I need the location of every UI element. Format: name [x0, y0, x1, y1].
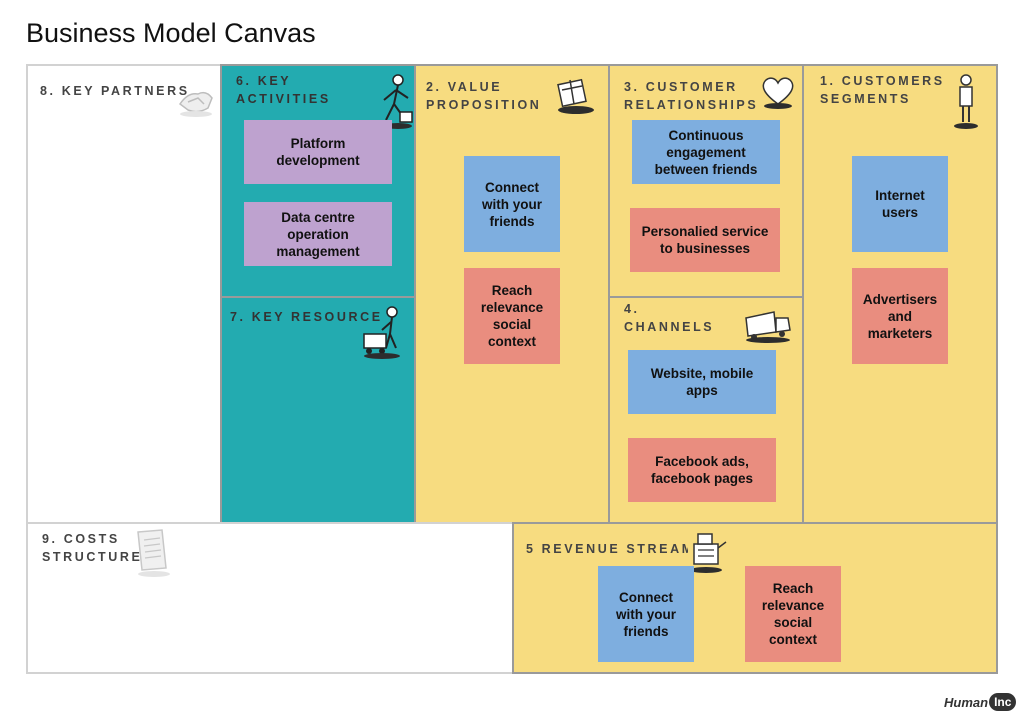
sticky-note: Platform development	[244, 120, 392, 184]
truck-icon	[745, 311, 791, 343]
channels-heading: 4. CHANNELS	[624, 302, 715, 334]
sticky-note: Reach relevance social context	[464, 268, 560, 364]
key-activities-block: 6. KEY ACTIVITIES Platform development D…	[220, 64, 416, 298]
customer-relationships-heading: 3. CUSTOMER RELATIONSHIPS	[624, 80, 759, 112]
sticky-note: Data centre operation management	[244, 202, 392, 266]
key-resources-heading: 7. KEY RESOURCES	[230, 310, 380, 324]
logo-text: Human	[944, 694, 989, 710]
page-title: Business Model Canvas	[26, 18, 316, 48]
gift-icon	[557, 78, 594, 114]
costs-structure-heading: 9. COSTS STRUCTURE	[42, 532, 143, 564]
sticky-note: Advertisers and marketers	[852, 268, 948, 364]
sticky-note: Internet users	[852, 156, 948, 252]
key-activities-heading: 6. KEY ACTIVITIES	[236, 74, 331, 106]
costs-structure-block: 9. COSTS STRUCTURE	[26, 522, 514, 674]
channels-block: 4. CHANNELS Website, mobile apps Faceboo…	[608, 296, 804, 524]
value-proposition-heading: 2. VALUE PROPOSITION	[426, 80, 542, 112]
customer-segments-block: 1. CUSTOMERS SEGMENTS Internet users Adv…	[802, 64, 998, 524]
forklift-worker-icon	[363, 306, 400, 359]
revenue-streams-block: 5 REVENUE STREAMS Connect with your frie…	[512, 522, 998, 674]
heart-icon	[762, 77, 794, 109]
receipt-icon	[137, 529, 170, 577]
person-icon	[954, 74, 978, 129]
customer-segments-heading: 1. CUSTOMERS SEGMENTS	[820, 74, 945, 106]
key-partners-heading: 8. KEY PARTNERS	[40, 84, 190, 98]
logo-badge: Inc	[989, 693, 1017, 711]
humaninc-logo: Human Inc	[944, 691, 1017, 713]
key-partners-block: 8. KEY PARTNERS	[26, 64, 222, 524]
cash-register-icon	[690, 533, 727, 573]
sticky-note: Continuous engagement between friends	[632, 120, 780, 184]
revenue-streams-heading: 5 REVENUE STREAMS	[526, 542, 688, 556]
sticky-note: Reach relevance social context	[745, 566, 841, 662]
key-resources-block: 7. KEY RESOURCES	[220, 296, 416, 524]
sticky-note: Connect with your friends	[464, 156, 560, 252]
sticky-note: Connect with your friends	[598, 566, 694, 662]
value-proposition-block: 2. VALUE PROPOSITION Connect with your f…	[414, 64, 610, 524]
sticky-note: Facebook ads, facebook pages	[628, 438, 776, 502]
customer-relationships-block: 3. CUSTOMER RELATIONSHIPS Continuous eng…	[608, 64, 804, 298]
sticky-note: Website, mobile apps	[628, 350, 776, 414]
sticky-note: Personalied service to businesses	[630, 208, 780, 272]
handshake-icon	[178, 91, 213, 117]
